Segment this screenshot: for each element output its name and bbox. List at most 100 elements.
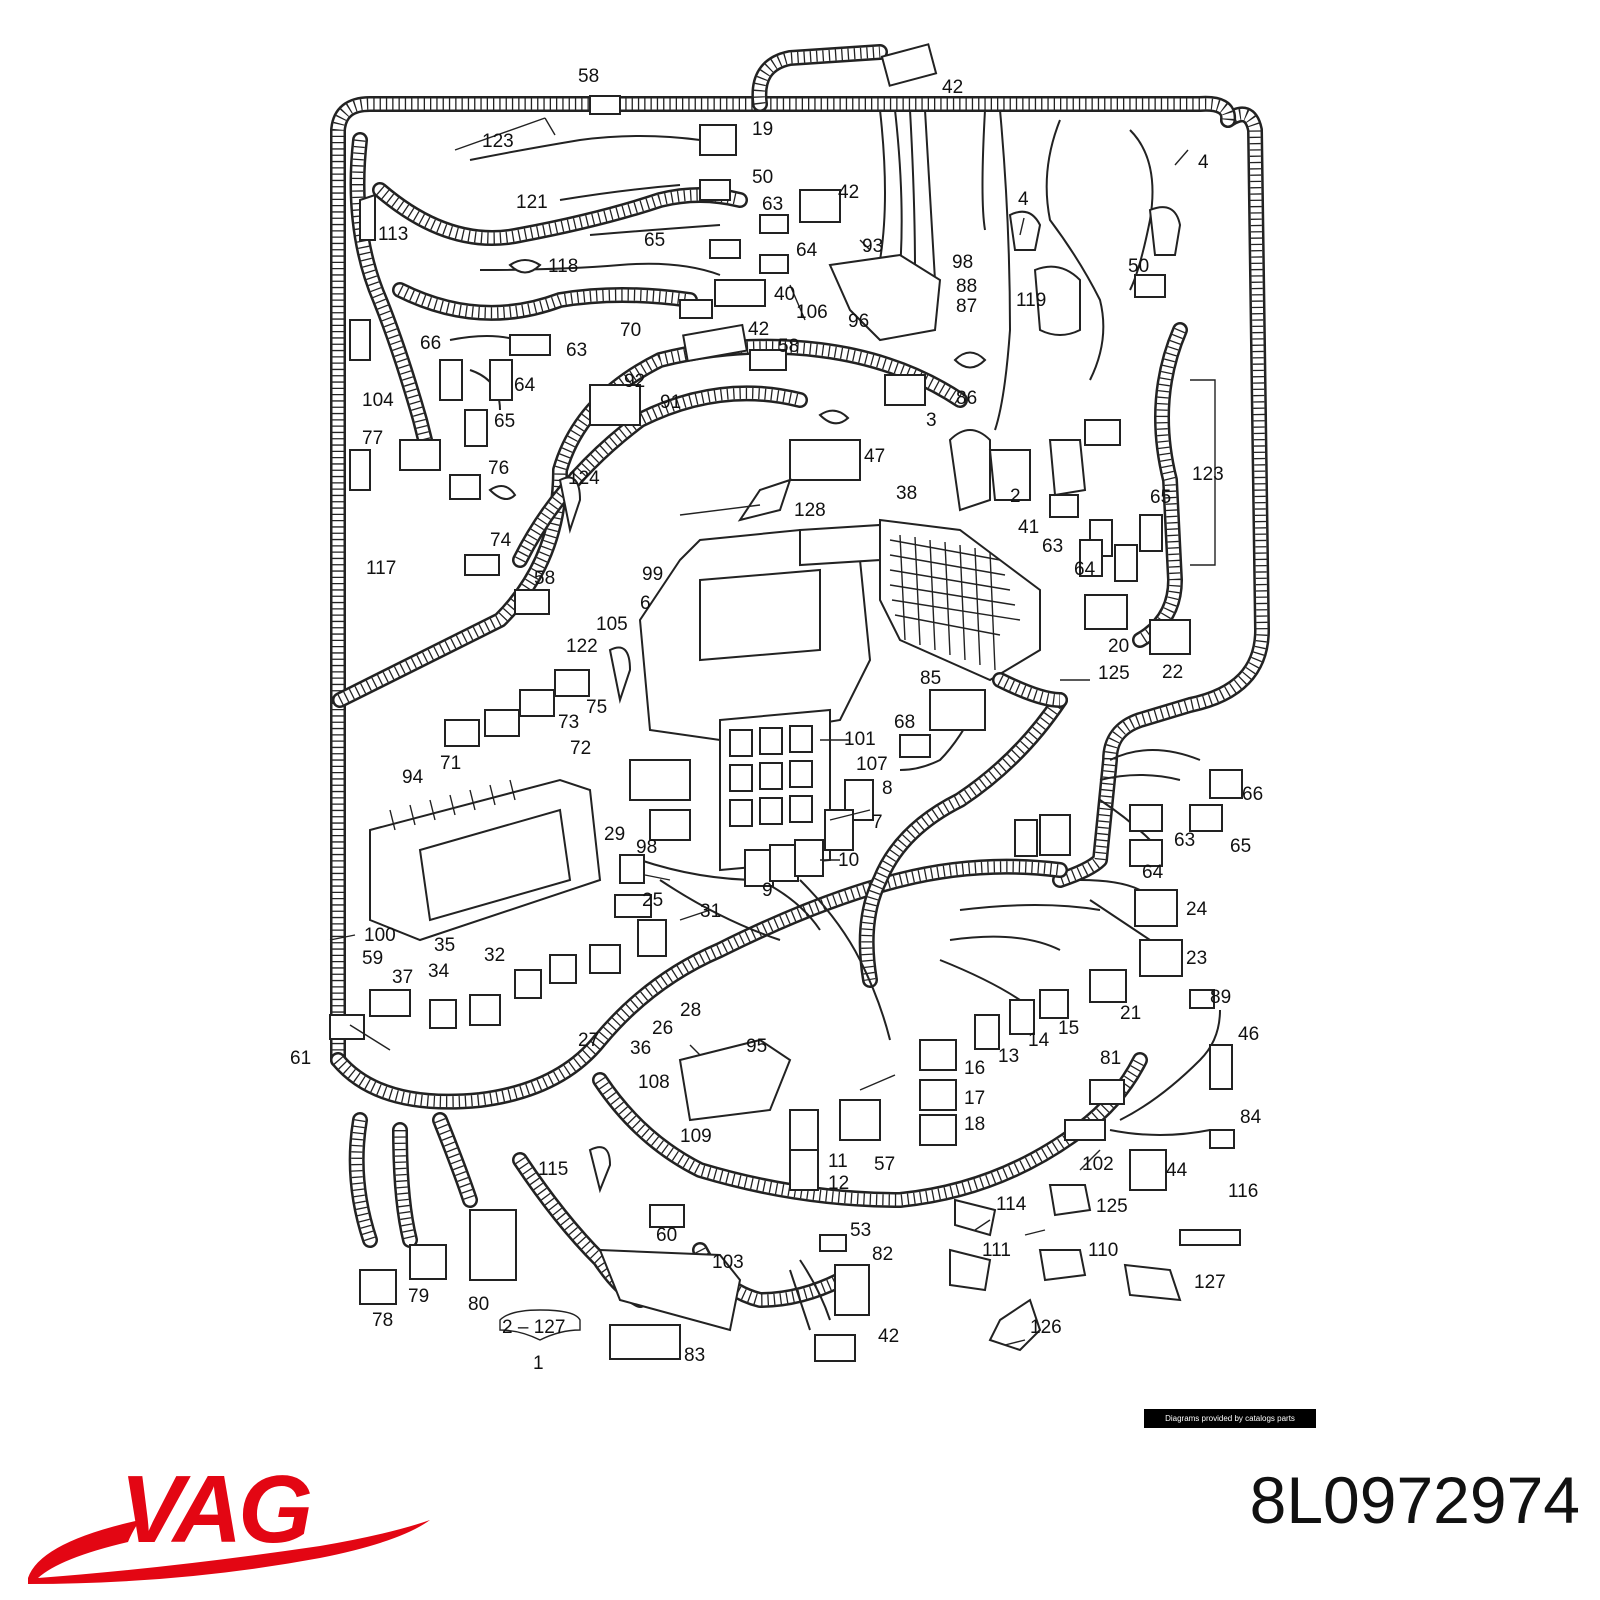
callout: 64 xyxy=(796,240,818,261)
callout: 29 xyxy=(604,824,625,845)
callout: 14 xyxy=(1028,1030,1050,1051)
callout: 98 xyxy=(636,837,657,858)
callout: 110 xyxy=(1088,1240,1118,1261)
callout: 79 xyxy=(408,1286,429,1307)
callout: 119 xyxy=(1016,290,1046,311)
callout: 42 xyxy=(748,319,769,340)
fuse-block xyxy=(369,778,602,942)
callout: 99 xyxy=(642,564,663,585)
callout: 58 xyxy=(578,66,599,87)
callout: 75 xyxy=(586,697,607,718)
callout: 2 – 127 xyxy=(502,1317,565,1338)
callout: 3 xyxy=(926,410,937,431)
vag-logo: VAG xyxy=(28,1456,430,1584)
harness-layer xyxy=(352,134,436,466)
callout: 65 xyxy=(1150,487,1171,508)
callout: 42 xyxy=(942,77,963,98)
callout: 11 xyxy=(828,1151,848,1172)
callout: 80 xyxy=(468,1294,489,1315)
callout: 61 xyxy=(290,1048,311,1069)
fine-wires xyxy=(449,109,1221,1331)
callout: 94 xyxy=(402,767,424,788)
harness-layer xyxy=(1054,108,1268,886)
callout: 123 xyxy=(482,131,514,152)
callout: 17 xyxy=(964,1088,985,1109)
callout: 64 xyxy=(1142,862,1164,883)
callout: 68 xyxy=(894,712,915,733)
callout: 113 xyxy=(378,224,408,245)
callout: 108 xyxy=(638,1072,670,1093)
callout: 63 xyxy=(1174,830,1195,851)
callout: 27 xyxy=(578,1030,599,1051)
callout: 104 xyxy=(362,390,394,411)
callout: 57 xyxy=(874,1154,895,1175)
callout: 18 xyxy=(964,1114,985,1135)
harness-layer xyxy=(753,46,886,110)
callout: 37 xyxy=(392,967,413,988)
harness-layer xyxy=(861,696,1065,981)
callout: 19 xyxy=(752,119,773,140)
callout: 65 xyxy=(644,230,665,251)
callout: 59 xyxy=(362,948,383,969)
callout: 105 xyxy=(596,614,628,635)
callout: 128 xyxy=(794,500,826,521)
callout: 1 xyxy=(533,1353,544,1374)
callout: 6 xyxy=(640,593,651,614)
part-number: 8L0972974 xyxy=(1249,1463,1580,1537)
callout: 35 xyxy=(434,935,455,956)
callout: 85 xyxy=(920,668,941,689)
callout: 32 xyxy=(484,945,505,966)
callout: 72 xyxy=(570,738,591,759)
callout: 2 xyxy=(1010,486,1021,507)
callout: 100 xyxy=(364,925,396,946)
callout: 121 xyxy=(516,192,548,213)
callout: 25 xyxy=(642,890,663,911)
callout: 73 xyxy=(558,712,579,733)
callout-labels: 58 42 19 123 50 63 121 42 113 64 65 118 … xyxy=(290,66,1263,1374)
callout: 111 xyxy=(982,1240,1011,1261)
callout: 76 xyxy=(488,458,509,479)
callout: 101 xyxy=(844,729,876,750)
callout: 9 xyxy=(762,880,773,901)
callout: 124 xyxy=(568,468,600,489)
callout: 24 xyxy=(1186,899,1208,920)
callout: 107 xyxy=(856,754,888,775)
leader-lines xyxy=(329,117,1216,1346)
callout: 22 xyxy=(1162,662,1183,683)
callout: 28 xyxy=(680,1000,701,1021)
callout: 86 xyxy=(956,388,977,409)
callout: 21 xyxy=(1120,1003,1141,1024)
callout: 44 xyxy=(1166,1160,1188,1181)
callout: 102 xyxy=(1082,1154,1114,1175)
callout: 66 xyxy=(420,333,441,354)
callout: 4 xyxy=(1198,152,1209,173)
callout: 63 xyxy=(566,340,587,361)
callout: 26 xyxy=(652,1018,673,1039)
logo-wordmark: VAG xyxy=(120,1456,310,1563)
callout: 122 xyxy=(566,636,598,657)
callout: 98 xyxy=(952,252,973,273)
callout: 71 xyxy=(440,753,461,774)
harness-layer xyxy=(397,285,691,319)
callout: 96 xyxy=(848,311,869,332)
harness-layer xyxy=(994,674,1066,706)
callout: 10 xyxy=(838,850,859,871)
callout: 115 xyxy=(538,1159,568,1180)
callout: 58 xyxy=(778,336,799,357)
callout: 8 xyxy=(882,778,893,799)
harness-layer xyxy=(376,185,742,244)
callout: 65 xyxy=(1230,836,1251,857)
callout: 88 xyxy=(956,276,977,297)
callout: 84 xyxy=(1240,1107,1262,1128)
harness-layer xyxy=(337,341,964,705)
callout: 95 xyxy=(746,1036,767,1057)
callout: 41 xyxy=(1018,517,1039,538)
callout: 89 xyxy=(1210,987,1231,1008)
callout: 74 xyxy=(490,530,512,551)
callout: 60 xyxy=(656,1225,677,1246)
callout: 125 xyxy=(1096,1196,1128,1217)
diagram-credit: Diagrams provided by catalogs parts xyxy=(1144,1409,1316,1428)
callout: 82 xyxy=(872,1244,893,1265)
harness-layer xyxy=(333,861,1061,1108)
callout: 53 xyxy=(850,1220,871,1241)
